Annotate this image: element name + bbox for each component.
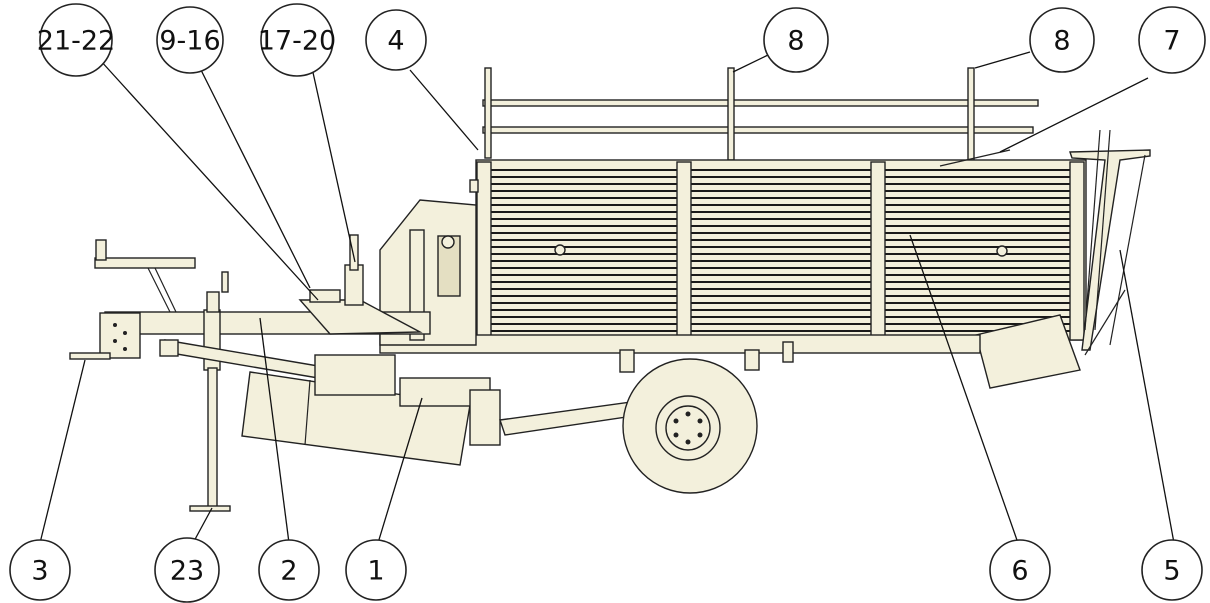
leader-1 bbox=[377, 397, 423, 544]
callout-4: 4 bbox=[365, 9, 427, 71]
svg-text:1: 1 bbox=[367, 556, 384, 587]
svg-text:23: 23 bbox=[170, 556, 204, 587]
gearbox bbox=[241, 354, 501, 466]
leader-8b bbox=[974, 51, 1031, 69]
machine bbox=[69, 67, 1151, 512]
callout-17-20: 17-20 bbox=[258, 3, 336, 77]
support-jack bbox=[189, 271, 231, 512]
leader-lines bbox=[39, 51, 1175, 544]
callout-3: 3 bbox=[9, 539, 71, 601]
svg-text:2: 2 bbox=[280, 556, 297, 587]
leader-9-16 bbox=[199, 67, 311, 289]
callout-6: 6 bbox=[989, 539, 1051, 601]
leader-6 bbox=[909, 234, 1019, 544]
leader-4 bbox=[409, 69, 479, 151]
svg-text:9-16: 9-16 bbox=[159, 26, 220, 57]
leader-8a bbox=[732, 54, 769, 73]
leader-17-20 bbox=[311, 67, 356, 263]
callout-2: 2 bbox=[258, 539, 320, 601]
leader-3 bbox=[39, 359, 86, 544]
callout-21-22: 21-22 bbox=[37, 3, 115, 77]
control-post bbox=[94, 239, 196, 313]
rear-flap bbox=[975, 314, 1081, 389]
callout-7: 7 bbox=[1138, 6, 1206, 74]
callout-1: 1 bbox=[345, 539, 407, 601]
callout-5: 5 bbox=[1141, 539, 1203, 601]
leader-23 bbox=[192, 507, 213, 544]
svg-text:5: 5 bbox=[1163, 556, 1180, 587]
svg-text:7: 7 bbox=[1163, 26, 1180, 57]
callout-8a: 8 bbox=[763, 7, 829, 73]
svg-text:4: 4 bbox=[387, 26, 404, 57]
svg-text:21-22: 21-22 bbox=[37, 26, 115, 57]
callout-8b: 8 bbox=[1029, 7, 1095, 73]
leader-2 bbox=[259, 317, 290, 544]
svg-text:6: 6 bbox=[1011, 556, 1028, 587]
drawbar bbox=[69, 234, 431, 360]
svg-text:8: 8 bbox=[787, 26, 804, 57]
top-rails bbox=[482, 67, 1039, 161]
wheel bbox=[622, 358, 758, 494]
leader-21-22 bbox=[99, 59, 319, 301]
driveshaft bbox=[159, 339, 331, 381]
hopper-box bbox=[475, 149, 1087, 351]
callouts: 21-22 9-16 17-20 4 8 8 7 3 23 2 1 6 5 bbox=[9, 3, 1206, 603]
rear-frame bbox=[1069, 129, 1151, 356]
svg-text:8: 8 bbox=[1053, 26, 1070, 57]
callout-9-16: 9-16 bbox=[156, 6, 224, 74]
svg-text:3: 3 bbox=[31, 556, 48, 587]
leader-7 bbox=[999, 77, 1149, 153]
svg-text:17-20: 17-20 bbox=[258, 26, 336, 57]
callout-23: 23 bbox=[154, 537, 220, 603]
leader-5 bbox=[1119, 249, 1175, 544]
slats bbox=[490, 169, 1078, 332]
